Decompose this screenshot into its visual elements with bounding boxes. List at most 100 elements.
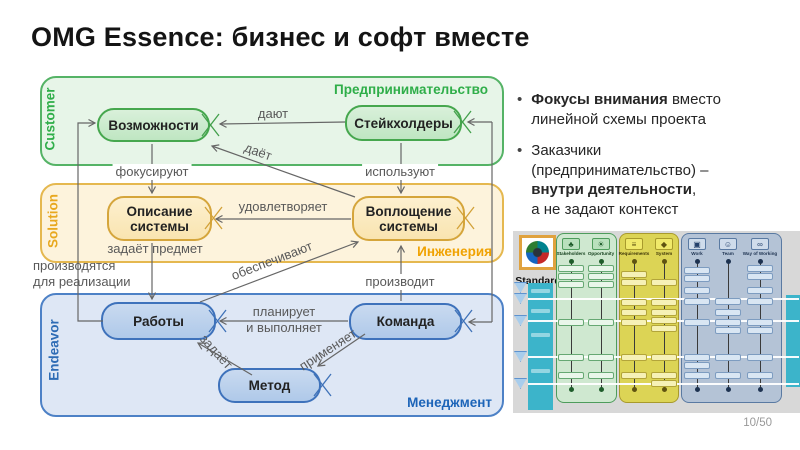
std-state-card <box>684 287 710 294</box>
std-state-card <box>588 372 614 379</box>
std-state-card <box>651 354 677 361</box>
work-icon: ▣ <box>688 238 706 250</box>
std-state-card <box>651 279 677 286</box>
way-of-working-icon: ∞ <box>751 238 769 250</box>
std-state-card <box>621 372 647 379</box>
std-state-card <box>747 327 773 334</box>
essence-standard-figure: Standard ♣Stakeholders☀Opportunity≡Requi… <box>513 231 800 413</box>
std-state-card <box>715 327 741 334</box>
std-state-card <box>588 265 614 272</box>
note-item: • Заказчики (предпринимательство) – внутр… <box>517 141 795 219</box>
std-column-dot <box>568 387 574 392</box>
phase-marker-icon <box>514 315 527 326</box>
relation-label-give: дают <box>257 106 289 121</box>
alpha-work: Работы <box>101 302 216 340</box>
standard-logo-icon <box>526 241 549 264</box>
std-state-card <box>558 372 584 379</box>
region-business-title: Предпринимательство <box>334 82 488 97</box>
phase-marker-icon <box>514 351 527 362</box>
relation-label-plans: планирует и выполняет <box>246 304 322 335</box>
std-state-card <box>651 317 677 324</box>
std-state-card <box>747 354 773 361</box>
region-management-title: Менеджмент <box>407 395 492 410</box>
std-column-label: Stakeholders <box>556 251 586 256</box>
std-state-card <box>715 372 741 379</box>
std-state-card <box>588 354 614 361</box>
std-state-card <box>715 309 741 316</box>
page-number: 10/50 <box>743 417 772 429</box>
std-state-card <box>558 273 584 280</box>
std-state-card <box>715 354 741 361</box>
phase-marker-icon <box>514 282 527 293</box>
std-column-dot <box>725 259 731 264</box>
alpha-stakeholders: Стейкхолдеры <box>345 105 462 141</box>
alpha-system-embodiment: Воплощение системы <box>352 196 465 241</box>
std-state-card <box>747 273 773 280</box>
std-state-card <box>684 267 710 274</box>
std-column-dot <box>757 259 763 264</box>
notes-list: • Фокусы внимания вместо линейной схемы п… <box>517 90 795 231</box>
std-state-card <box>621 319 647 326</box>
requirements-icon: ≡ <box>625 238 643 250</box>
std-column-dot <box>598 259 604 264</box>
slide-title: OMG Essence: бизнес и софт вместе <box>31 22 530 52</box>
relation-label-focus: фокусируют <box>112 164 192 180</box>
bullet-icon: • <box>517 142 523 159</box>
band-label-solution: Solution <box>45 194 61 248</box>
std-column-dot <box>725 387 731 392</box>
band-label-endeavor: Endeavor <box>46 319 62 381</box>
team-icon: ☺ <box>719 238 737 250</box>
std-column-label: Requirements <box>618 251 650 256</box>
std-state-card <box>684 362 710 369</box>
std-state-card <box>715 319 741 326</box>
phase-band-right <box>786 295 800 387</box>
std-state-card <box>558 265 584 272</box>
std-column-dot <box>631 387 637 392</box>
std-state-card <box>651 299 677 306</box>
std-state-card <box>588 273 614 280</box>
std-column-dot <box>694 259 700 264</box>
std-column-dot <box>598 387 604 392</box>
relation-label-use: используют <box>362 164 438 180</box>
relation-label-satisfies: удовлетворяет <box>238 199 328 214</box>
phase-marker-icon <box>514 293 527 304</box>
alpha-system-description: Описание системы <box>107 196 212 241</box>
std-state-card <box>747 372 773 379</box>
bullet-icon: • <box>517 91 523 108</box>
std-state-card <box>588 319 614 326</box>
phase-marker-icon <box>514 378 527 389</box>
std-state-card <box>684 275 710 282</box>
std-column-dot <box>661 387 667 392</box>
std-state-card <box>621 299 647 306</box>
note-text: Заказчики (предпринимательство) – внутри… <box>531 142 709 218</box>
std-state-card <box>651 325 677 332</box>
std-column-dot <box>568 259 574 264</box>
std-state-card <box>684 298 710 305</box>
phase-band <box>528 283 553 410</box>
std-state-card <box>651 372 677 379</box>
std-column-dot <box>757 387 763 392</box>
note-item: • Фокусы внимания вместо линейной схемы п… <box>517 90 795 129</box>
alpha-team: Команда <box>349 303 462 340</box>
std-column-dot <box>694 387 700 392</box>
std-state-card <box>747 265 773 272</box>
std-column-label: Way of Working <box>742 251 778 256</box>
standard-logo <box>519 235 556 270</box>
note-text: Фокусы внимания вместо линейной схемы пр… <box>531 91 721 128</box>
region-engineering-title: Инженерия <box>417 244 492 259</box>
std-column-label: Work <box>691 251 703 256</box>
std-state-card <box>651 380 677 387</box>
std-state-card <box>715 298 741 305</box>
stakeholders-icon: ♣ <box>562 238 580 250</box>
std-state-card <box>684 372 710 379</box>
relation-label-produced-for: производятся для реализации <box>33 258 131 289</box>
std-state-card <box>747 287 773 294</box>
std-column-label: Opportunity <box>587 251 615 256</box>
std-state-card <box>651 309 677 316</box>
std-state-card <box>747 319 773 326</box>
band-label-customer: Customer <box>42 87 58 151</box>
relation-label-produces: производит <box>362 274 438 290</box>
std-state-card <box>621 271 647 278</box>
std-state-card <box>621 354 647 361</box>
